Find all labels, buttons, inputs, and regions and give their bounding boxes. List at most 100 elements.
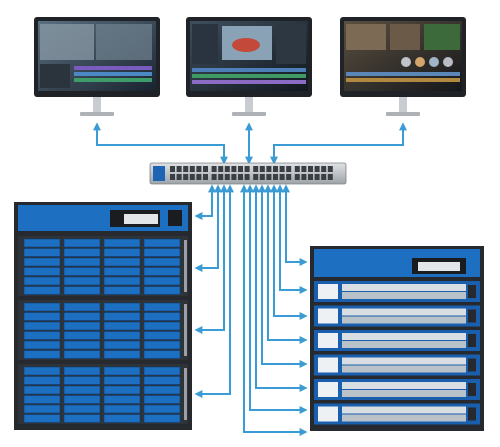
drive-bay [23,321,61,331]
drive-bay [63,257,101,267]
switch-port [196,174,202,180]
switch-port [176,166,182,172]
drive-bay [63,340,101,350]
storage-link [246,184,308,414]
switch-port [253,174,259,180]
switch-port [224,174,230,180]
switch-port [301,174,307,180]
drive-bay [103,414,141,423]
drive-shelf [18,300,188,360]
drive-bay [63,267,101,276]
drive-bay [143,321,181,331]
switch-port [170,166,175,172]
switch-port [211,166,217,172]
drive-bay [103,331,141,340]
drive-bay [143,248,181,257]
drive-bay [23,312,61,321]
drive-bay [23,238,61,248]
drive-bay [23,376,61,385]
server-node [314,281,480,302]
drive-bay [63,286,101,295]
storage-link [276,184,308,294]
switch-port [321,174,327,180]
drive-bay [103,238,141,248]
drive-bay [103,376,141,385]
drive-bay [103,350,141,359]
drive-bay [143,267,181,276]
storage-link [270,184,308,320]
switch-port [238,174,243,180]
switch-port [189,174,195,180]
switch-port [286,174,292,180]
switch-port [203,174,208,180]
monitor-center [186,17,312,116]
drive-bay [23,286,61,295]
drive-bay [143,276,181,286]
switch-port [259,174,265,180]
switch-port [183,166,189,172]
drive-bay [143,404,181,414]
switch-port [266,174,272,180]
drive-bay [63,376,101,385]
switch-port [189,166,195,172]
drive-bay [23,414,61,423]
drive-bay [23,366,61,376]
switch-port [279,174,285,180]
drive-bay [63,302,101,312]
server-node [314,354,480,376]
drive-bay [143,257,181,267]
switch-port [266,166,272,172]
drive-bay [63,238,101,248]
switch-port [327,166,333,172]
switch-port [203,166,208,172]
switch-port [218,166,224,172]
switch-port [211,174,217,180]
network-switch-icon [149,162,347,185]
storage-rack-icon [14,202,192,430]
server-node [314,403,480,425]
monitor-left [34,17,160,116]
switch-port [273,174,278,180]
drive-bay [143,414,181,423]
switch-port [218,174,224,180]
server-node [314,305,480,327]
drive-bay [103,257,141,267]
switch-port [294,174,300,180]
server-node [314,330,480,351]
drive-bay [23,267,61,276]
drive-bay [23,331,61,340]
drive-bay [143,366,181,376]
monitor-links [93,122,407,165]
drive-bay [23,276,61,286]
drive-bay [63,366,101,376]
storage-link [194,184,234,398]
drive-bay [103,302,141,312]
storage-link [240,184,308,436]
drive-bay [143,376,181,385]
drive-bay [143,312,181,321]
switch-port [238,166,243,172]
drive-bay [23,340,61,350]
switch-port [253,166,259,172]
switch-port [259,166,265,172]
drive-bay [103,312,141,321]
switch-port [170,174,175,180]
switch-port [244,166,250,172]
drive-bay [143,385,181,395]
drive-bay [63,404,101,414]
drive-bay [103,286,141,295]
switch-port [273,166,278,172]
drive-bay [23,385,61,395]
drive-shelf [18,364,188,424]
monitor-right [340,17,466,116]
link-monitor-right [270,122,407,165]
switch-port [314,174,320,180]
switch-port [231,174,237,180]
storage-link [194,184,216,220]
drive-bay [103,404,141,414]
drive-shelf [18,236,188,296]
drive-bay [103,366,141,376]
drive-bay [63,350,101,359]
drive-bay [23,350,61,359]
drive-bay [23,404,61,414]
